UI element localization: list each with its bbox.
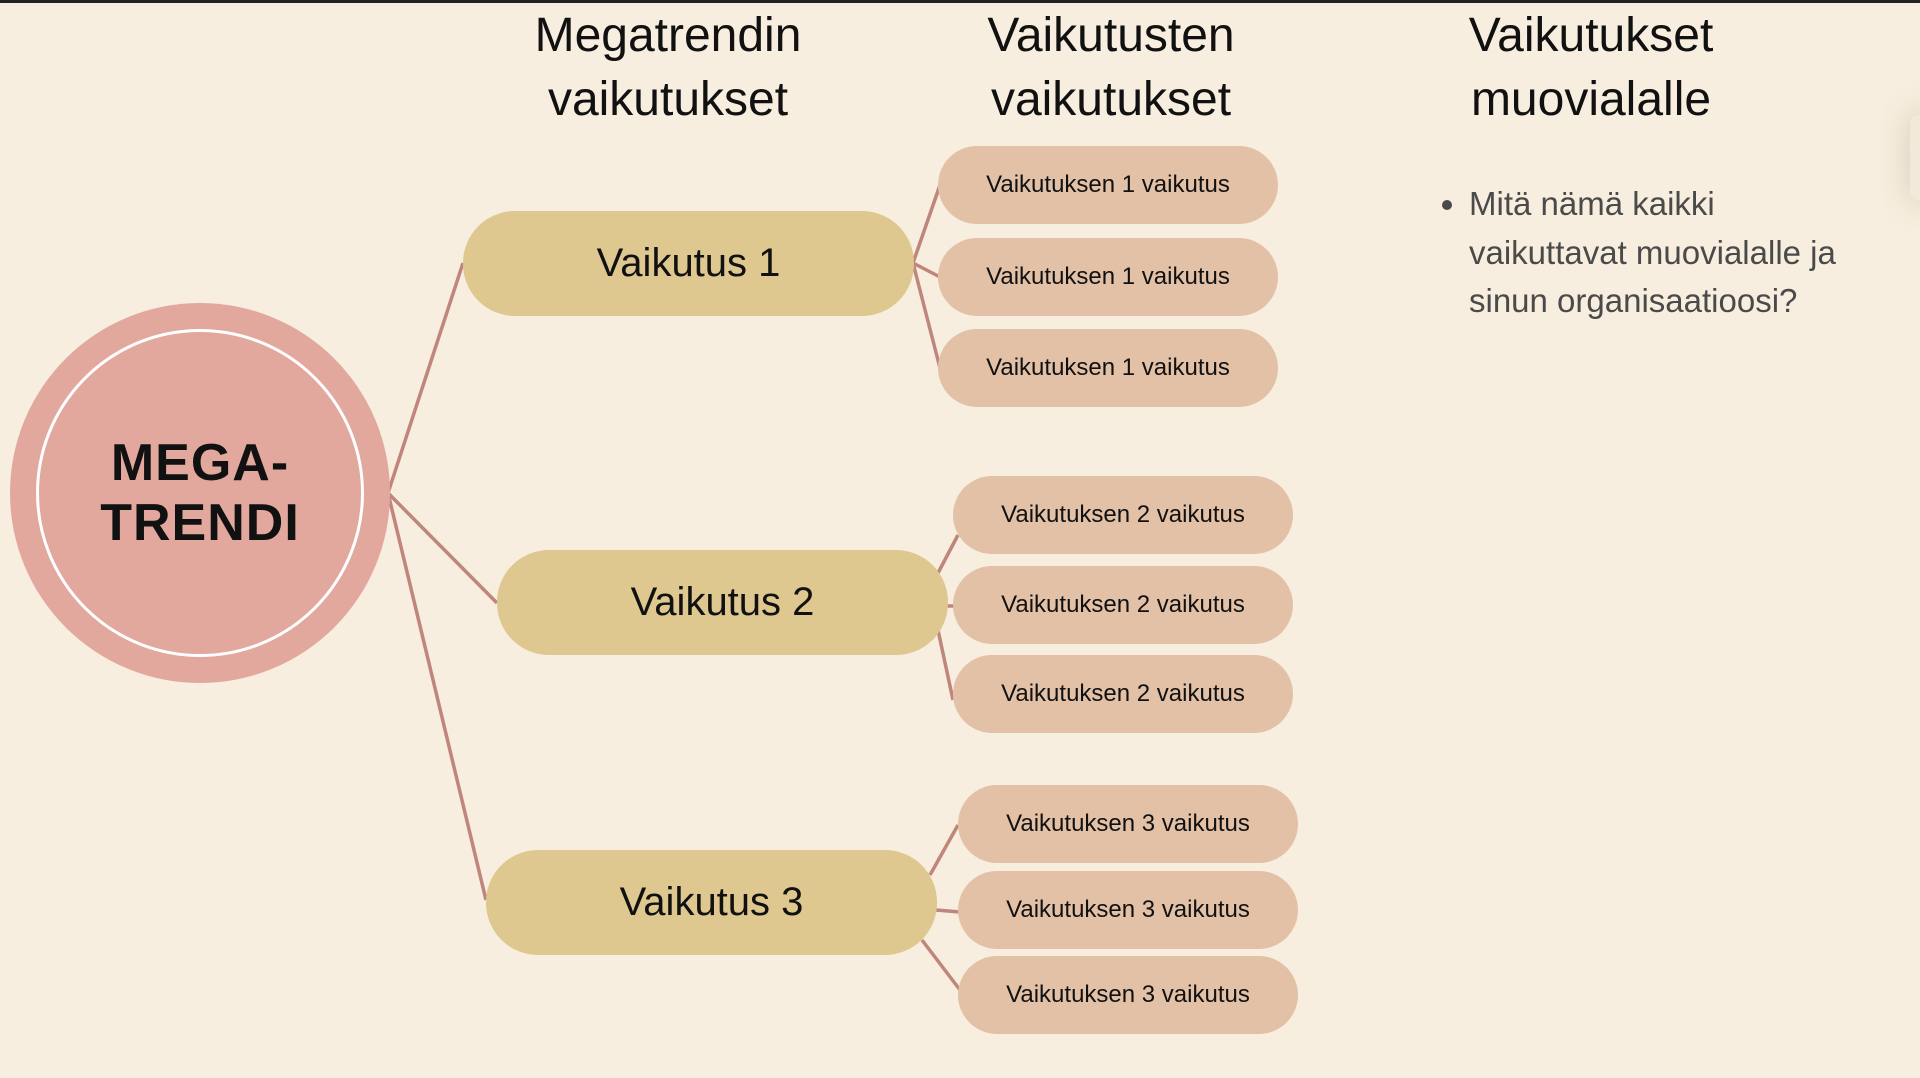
header-effects-of-effects: Vaikutusten vaikutukset (901, 4, 1321, 132)
sub-effect-label: Vaikutuksen 3 vaikutus (1006, 896, 1250, 923)
header-effects-on-plastics: Vaikutukset muovialalle (1381, 4, 1801, 132)
sub-effect-label: Vaikutuksen 1 vaikutus (986, 354, 1230, 381)
connector (936, 534, 960, 574)
header-line: muovialalle (1470, 73, 1712, 126)
header-megatrend-effects: Megatrendin vaikutukset (458, 4, 878, 132)
sub-effect: Vaikutuksen 1 vaikutus (938, 329, 1278, 407)
header-line: vaikutukset (990, 73, 1232, 126)
sub-effect: Vaikutuksen 1 vaikutus (938, 238, 1278, 316)
megatrend-label: MEGA- (110, 434, 290, 492)
header-line: Megatrendin (534, 9, 802, 62)
connector (928, 824, 960, 876)
effect-label: Vaikutus 2 (630, 580, 815, 624)
bullet-dot-icon (1442, 200, 1452, 210)
top-border (0, 0, 1920, 3)
megatrend-circle: MEGA- TRENDI (10, 303, 390, 683)
sub-effect-label: Vaikutuksen 2 vaikutus (1001, 680, 1245, 707)
header-line: Vaikutusten (987, 9, 1235, 62)
effect-label: Vaikutus 3 (619, 880, 804, 924)
effect-3: Vaikutus 3 (486, 850, 937, 955)
sub-effect: Vaikutuksen 2 vaikutus (953, 655, 1293, 733)
sub-effect-label: Vaikutuksen 1 vaikutus (986, 171, 1230, 198)
sub-effect-label: Vaikutuksen 2 vaikutus (1001, 591, 1245, 618)
sub-effect: Vaikutuksen 1 vaikutus (938, 146, 1278, 224)
sub-effect: Vaikutuksen 3 vaikutus (958, 956, 1298, 1034)
bullet-text: Mitä nämä kaikki vaikuttavat muovialalle… (1469, 185, 1836, 319)
sub-effect-label: Vaikutuksen 3 vaikutus (1006, 810, 1250, 837)
bullet-item: Mitä nämä kaikki vaikuttavat muovialalle… (1440, 180, 1880, 326)
effect-label: Vaikutus 1 (596, 241, 781, 285)
effect-2: Vaikutus 2 (497, 550, 948, 655)
megatrend-ring: MEGA- TRENDI (36, 329, 364, 657)
megatrend-label: TRENDI (100, 494, 300, 552)
connector (935, 908, 961, 914)
sub-effect: Vaikutuksen 2 vaikutus (953, 476, 1293, 554)
connector (386, 492, 488, 901)
connector (911, 184, 942, 264)
connector (386, 262, 465, 494)
connector (911, 262, 942, 369)
connector (936, 629, 955, 701)
connector (386, 491, 499, 605)
connector (912, 261, 941, 279)
connector (920, 938, 962, 992)
header-line: Vaikutukset (1468, 9, 1714, 62)
side-panel-handle[interactable] (1910, 115, 1920, 200)
effect-1: Vaikutus 1 (463, 211, 914, 316)
sub-effect: Vaikutuksen 3 vaikutus (958, 871, 1298, 949)
sub-effect-label: Vaikutuksen 2 vaikutus (1001, 501, 1245, 528)
sub-effect: Vaikutuksen 3 vaikutus (958, 785, 1298, 863)
sub-effect-label: Vaikutuksen 1 vaikutus (986, 263, 1230, 290)
sub-effect: Vaikutuksen 2 vaikutus (953, 566, 1293, 644)
header-line: vaikutukset (547, 73, 789, 126)
sub-effect-label: Vaikutuksen 3 vaikutus (1006, 981, 1250, 1008)
